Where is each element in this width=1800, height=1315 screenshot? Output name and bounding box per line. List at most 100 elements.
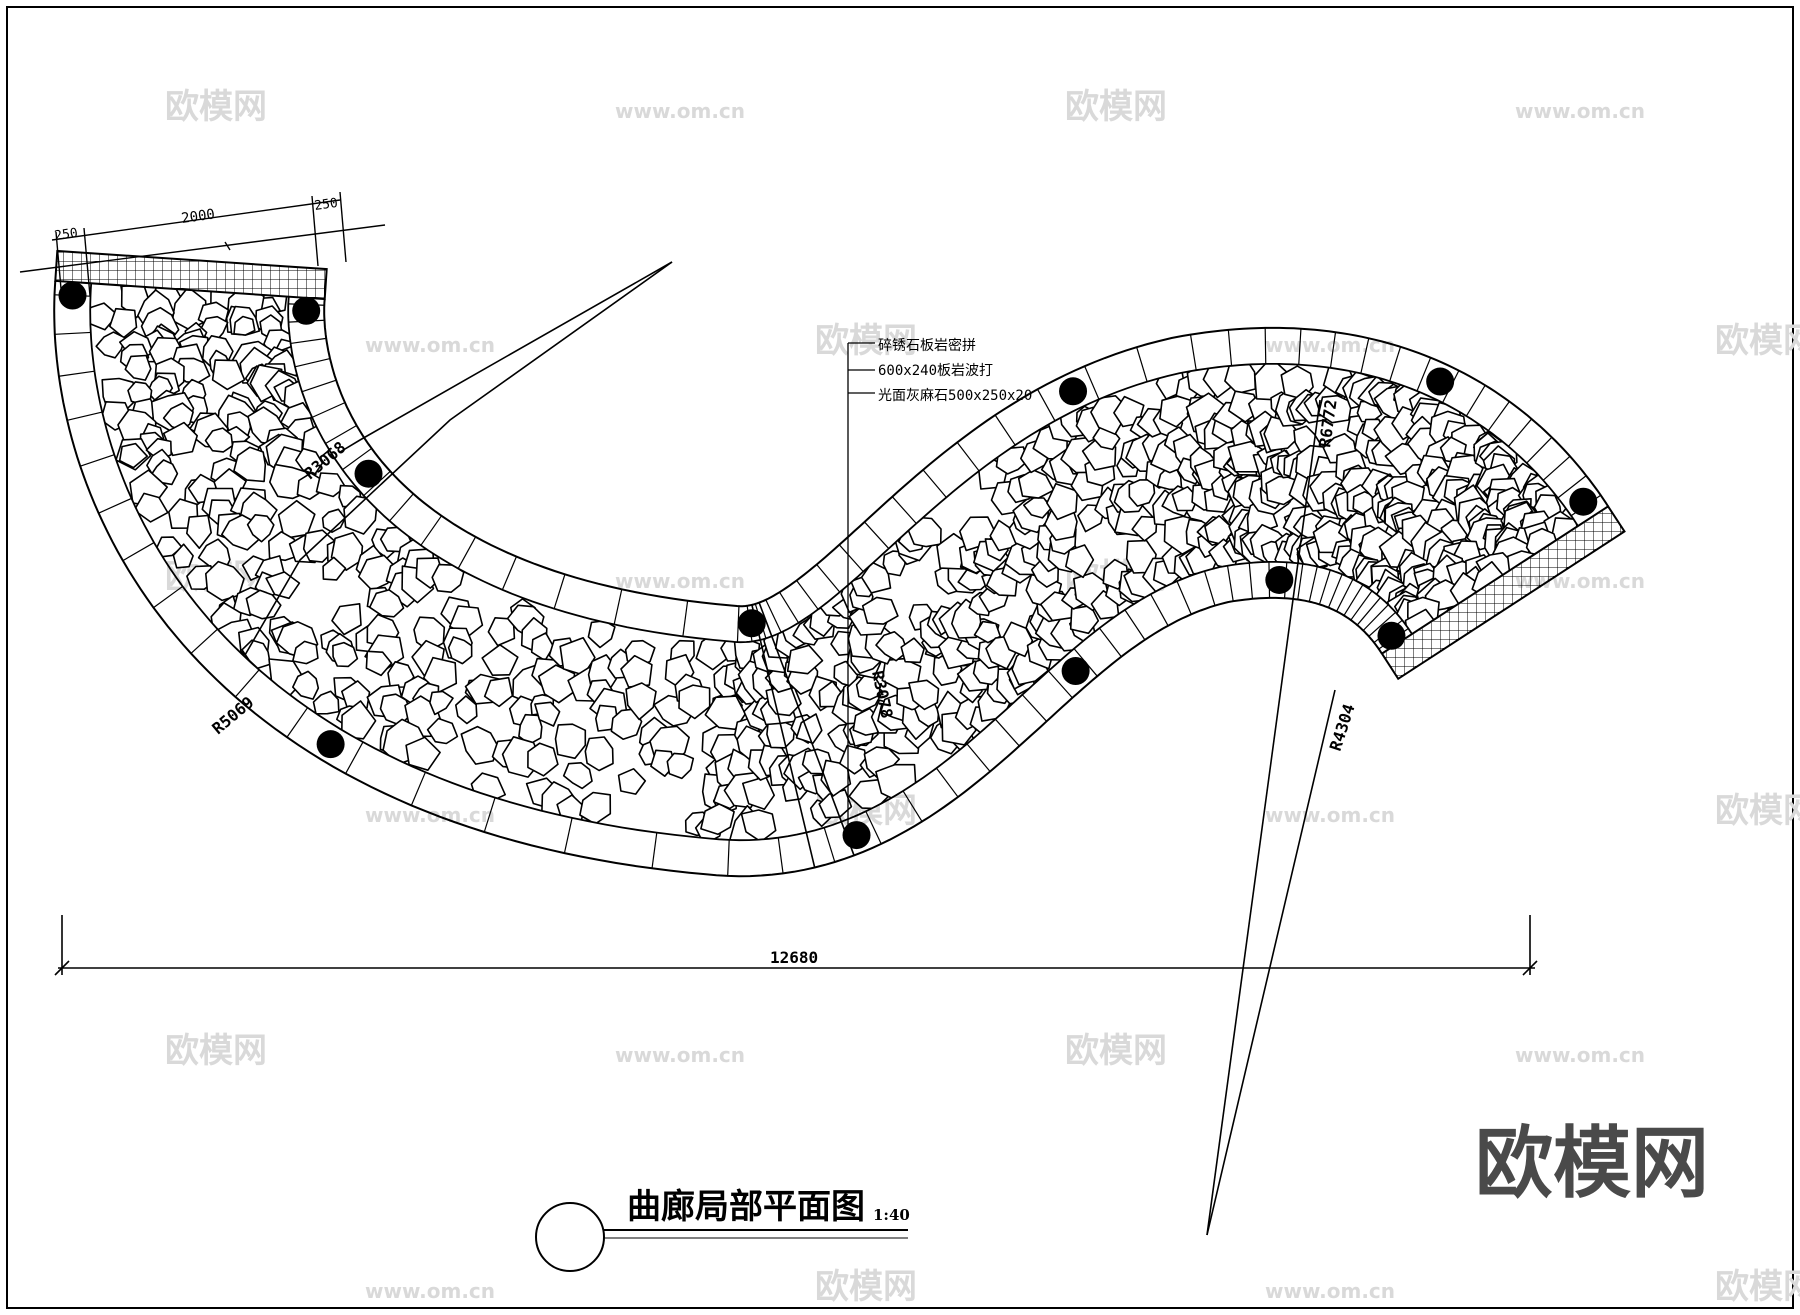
leader-r5069 — [244, 261, 673, 656]
paving-stone — [405, 736, 441, 772]
band-joint — [1264, 327, 1267, 364]
paving-stone — [233, 446, 267, 483]
band-joint — [1308, 566, 1318, 602]
end-cap-hatch-right — [1380, 505, 1626, 681]
band-joint — [816, 564, 841, 593]
band-joint — [1318, 569, 1331, 605]
band-joint — [1526, 436, 1553, 464]
paving-stone — [295, 447, 324, 476]
column-post — [58, 281, 87, 310]
band-joint — [410, 771, 426, 806]
paving-stone — [1069, 604, 1100, 635]
band-joint — [1226, 565, 1234, 602]
cross-band-line — [751, 604, 816, 868]
band-joint — [1557, 475, 1587, 499]
band-joint — [342, 447, 372, 471]
band-joint — [122, 542, 155, 562]
band-joint — [864, 521, 890, 549]
column-post — [1377, 621, 1406, 650]
watermark-url: www.om.cn — [1515, 1043, 1645, 1067]
band-joint — [727, 839, 730, 876]
column-post — [842, 821, 871, 850]
band-joint — [1098, 627, 1122, 658]
paving-stone — [1002, 621, 1034, 658]
band-joint — [796, 580, 819, 610]
watermark-brand: 欧模网 — [1715, 321, 1800, 361]
paving-stone — [587, 619, 616, 649]
paving-stone — [246, 513, 275, 543]
band-joint — [98, 497, 132, 514]
band-joint — [1416, 357, 1432, 392]
band-joint — [1343, 584, 1364, 616]
column-post — [1426, 367, 1455, 396]
paving-stone — [554, 723, 587, 760]
band-joint — [1176, 580, 1192, 615]
watermark-brand: 欧模网 — [815, 1267, 917, 1307]
band-joint — [777, 837, 784, 874]
inner-edge-left — [89, 283, 1413, 842]
band-joint — [234, 669, 260, 698]
band-joint — [67, 411, 103, 421]
drawing-scale: 1:40 — [873, 1206, 910, 1224]
band-joint — [286, 707, 309, 738]
band-joint — [1084, 365, 1100, 400]
paving-stone — [426, 717, 459, 745]
paving-stone — [1128, 479, 1156, 507]
paving-stone — [291, 670, 320, 700]
paving-stone — [908, 679, 940, 711]
column-post — [1061, 657, 1090, 686]
paving-stone — [860, 561, 892, 594]
paving-stone — [907, 516, 942, 548]
paving-stone — [678, 684, 711, 720]
band-joint — [891, 496, 917, 524]
paving-stone — [331, 602, 362, 636]
paving-stone — [855, 675, 881, 701]
column-post — [354, 459, 383, 488]
paving-stone — [995, 446, 1029, 475]
watermark-brand: 欧模网 — [165, 87, 267, 127]
paving-stone — [487, 616, 516, 647]
paving-stone — [322, 556, 347, 581]
band-joint — [1487, 401, 1510, 432]
overall-dimension: 12680 — [770, 948, 818, 967]
paving-stone — [1017, 469, 1055, 499]
band-joint — [1542, 455, 1571, 481]
paving-stone — [315, 472, 347, 498]
watermark-url: www.om.cn — [1515, 99, 1645, 123]
watermark-url: www.om.cn — [615, 569, 745, 593]
paving-stone — [429, 690, 454, 716]
dim-250-left: 250 — [53, 226, 78, 244]
paving-stone — [740, 809, 777, 841]
band-joint — [823, 827, 836, 863]
paving-stone — [875, 630, 909, 662]
corridor-plan — [53, 249, 1626, 878]
inner-edge-right — [287, 296, 1579, 644]
band-joint — [311, 402, 346, 418]
watermark-url: www.om.cn — [1265, 803, 1395, 827]
band-joint — [935, 767, 959, 798]
band-joint — [1329, 332, 1337, 368]
paving-stone — [1022, 497, 1053, 519]
band-joint — [1189, 334, 1197, 371]
watermark-brand: 欧模网 — [1715, 1267, 1800, 1307]
leader-r3068 — [339, 261, 673, 453]
watermark-url: www.om.cn — [365, 1279, 495, 1303]
paving-stone — [900, 637, 925, 664]
band-joint — [956, 441, 980, 472]
band-joint — [389, 493, 414, 522]
band-joint — [1298, 328, 1302, 365]
watermark-url: www.om.cn — [365, 803, 495, 827]
column-posts — [58, 281, 1598, 850]
column-post — [737, 609, 766, 638]
column-post — [1569, 487, 1598, 516]
paving-stone — [534, 701, 561, 727]
outer-edge-left — [53, 280, 1383, 878]
band-joint — [922, 469, 947, 498]
paving-stone — [172, 543, 194, 569]
band-joint — [1136, 347, 1148, 382]
paving-stone — [973, 620, 1002, 644]
paving-stone — [838, 744, 869, 775]
paving-stone — [368, 589, 405, 618]
watermark-url: www.om.cn — [615, 1043, 745, 1067]
